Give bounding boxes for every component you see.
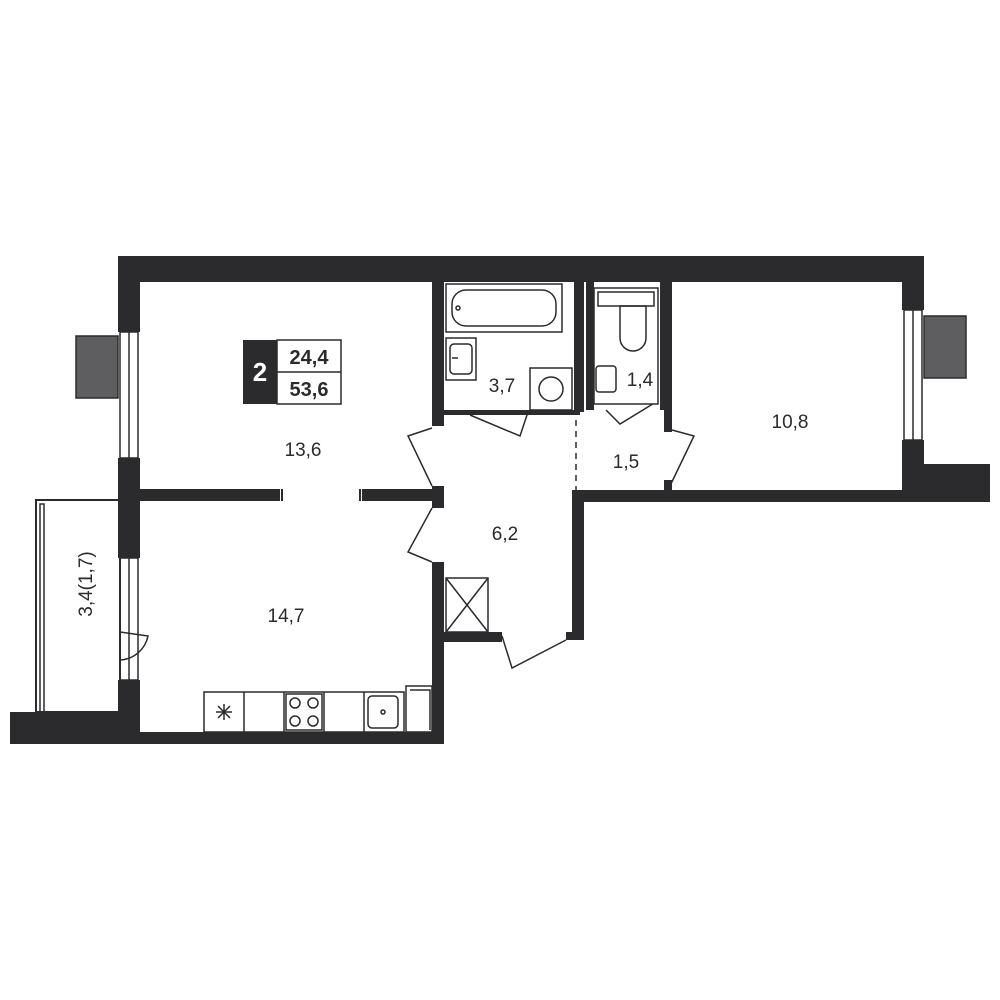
toilet-fixture (593, 287, 659, 405)
balcony (35, 499, 149, 713)
bathroom-sink (445, 337, 477, 381)
ac-unit-right (923, 315, 967, 379)
ac-unit-left (75, 335, 119, 399)
label-hallway: 6,2 (492, 524, 518, 545)
fridge-icon (216, 704, 232, 720)
label-balcony: 3,4(1,7) (76, 551, 97, 616)
label-kitchen-living: 14,7 (268, 606, 305, 627)
label-bathroom: 3,7 (489, 376, 515, 397)
label-bedroom: 10,8 (772, 412, 809, 433)
label-closet: 1,5 (613, 452, 639, 473)
badge-rooms: 2 (253, 357, 267, 387)
kitchen-cabinet (405, 685, 433, 733)
label-toilet: 1,4 (627, 370, 654, 391)
stove-icon (285, 693, 323, 731)
kitchen-counter (203, 691, 405, 733)
kitchen-sink-icon (367, 695, 399, 729)
walls (10, 256, 990, 744)
hallway-wardrobe (445, 577, 489, 633)
badge-living-area: 24,4 (290, 347, 330, 369)
doors (281, 401, 696, 670)
apartment-badge: 2 24,4 53,6 (243, 339, 342, 405)
label-living-room: 13,6 (285, 440, 322, 461)
badge-total-area: 53,6 (290, 379, 329, 401)
bathtub (445, 283, 563, 333)
windows (119, 309, 923, 681)
washing-machine (529, 367, 573, 411)
